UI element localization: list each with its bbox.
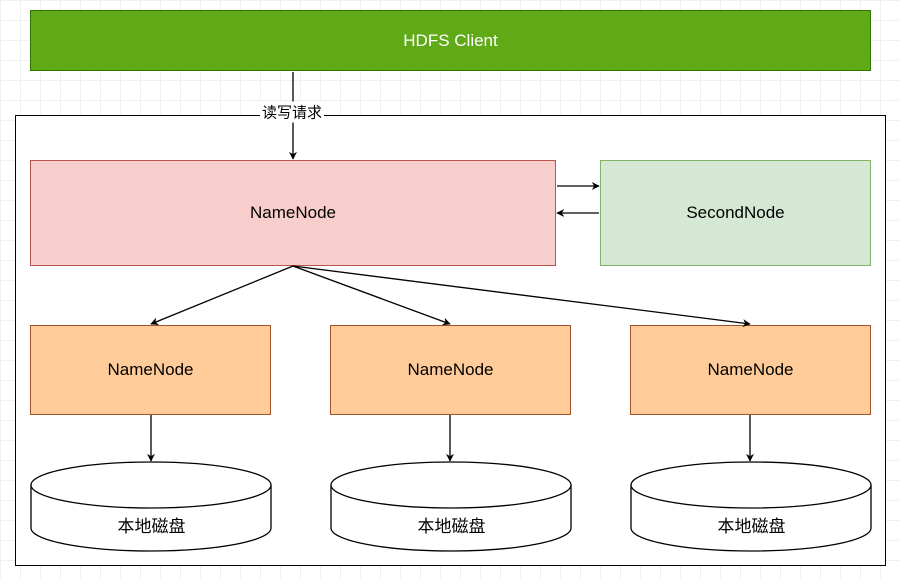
- namenode-label: NameNode: [250, 203, 336, 222]
- disk-3-label: 本地磁盘: [717, 517, 786, 536]
- namenode-to-datanode-1-arrow: [150, 265, 294, 325]
- datanode-1: NameNode: [30, 325, 271, 415]
- disk-1-label: 本地磁盘: [117, 517, 186, 536]
- hdfs-client-node: HDFS Client: [30, 10, 871, 71]
- namenode-to-datanode-3-arrow: [292, 265, 751, 328]
- hdfs-client-label: HDFS Client: [403, 30, 498, 50]
- secondnode-label: SecondNode: [686, 203, 785, 222]
- request-edge-label: 读写请求: [259, 101, 325, 123]
- disk-1-cylinder: [30, 461, 272, 552]
- datanode-3: NameNode: [630, 325, 871, 415]
- namenode-node: NameNode: [30, 160, 556, 266]
- disk-3-cylinder: [630, 461, 872, 552]
- datanode-2-label: NameNode: [407, 360, 494, 379]
- datanode-1-label: NameNode: [107, 360, 194, 379]
- namenode-to-datanode-2-arrow: [292, 265, 451, 326]
- secondnode-node: SecondNode: [600, 160, 871, 266]
- disk-2-cylinder: [330, 461, 572, 552]
- datanode-3-label: NameNode: [707, 360, 794, 379]
- disk-2-label: 本地磁盘: [417, 517, 486, 536]
- datanode-2: NameNode: [330, 325, 571, 415]
